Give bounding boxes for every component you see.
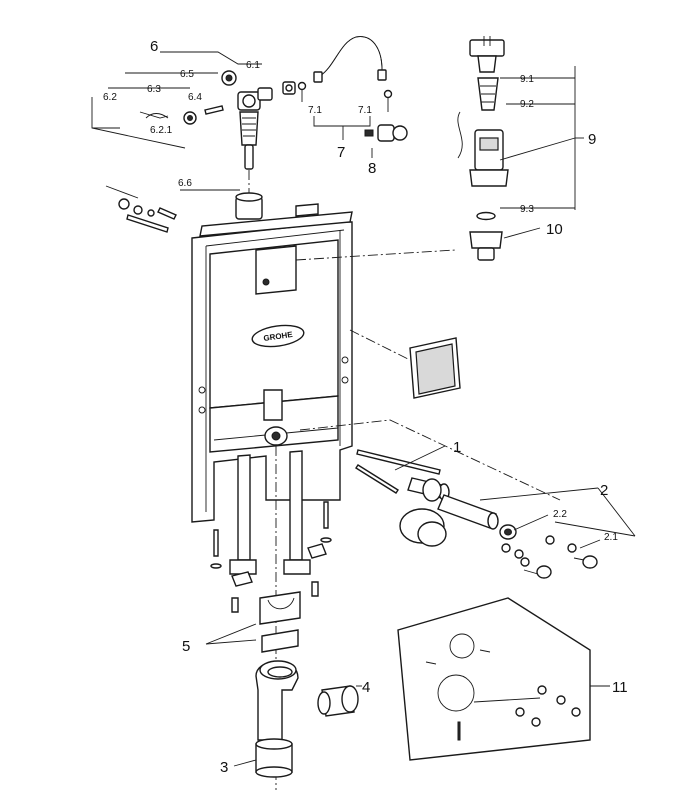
callout-11: 11 <box>612 679 628 696</box>
callout-6-1: 6.1 <box>246 60 260 71</box>
valve-body-icon <box>469 129 509 187</box>
brand-logo-plate: GROHE <box>251 324 305 348</box>
float-icon <box>477 77 499 111</box>
drain-bend-icon <box>255 660 299 741</box>
sleeve-icon <box>235 192 263 220</box>
flush-valve-group <box>457 36 584 261</box>
callout-labels: 1 2 2.1 2.2 3 4 5 6 6.1 6.2 6.2.1 6.3 6.… <box>103 38 628 776</box>
drain-fitting-icon <box>469 231 503 261</box>
bolt-set-icon <box>501 535 598 579</box>
stop-valve-icon <box>364 124 408 158</box>
pipe-bracket-icon <box>205 591 301 653</box>
callout-2-2: 2.2 <box>553 509 567 520</box>
seal-cord-icon <box>457 111 463 159</box>
collar-icon <box>399 508 447 547</box>
callout-6-4: 6.4 <box>188 92 202 103</box>
washer-icon <box>476 211 496 221</box>
reducer-icon <box>317 685 362 717</box>
callout-10: 10 <box>546 221 563 238</box>
callout-8: 8 <box>368 160 376 177</box>
callout-6-3: 6.3 <box>147 84 161 95</box>
lever-icon <box>139 111 169 119</box>
callout-7: 7 <box>337 144 345 161</box>
callout-9: 9 <box>588 131 596 148</box>
callout-2: 2 <box>600 482 608 499</box>
gasket-icon <box>499 524 517 540</box>
callout-6-6: 6.6 <box>178 178 192 189</box>
outlet-bend-icon <box>263 389 288 446</box>
brand-logo: GROHE <box>263 330 294 343</box>
callout-3: 3 <box>220 759 228 776</box>
callout-5: 5 <box>182 638 190 655</box>
access-opening <box>255 245 297 295</box>
connection-set-group <box>299 419 636 579</box>
connector-sleeve-icon <box>233 738 293 778</box>
callout-2-1: 2.1 <box>604 532 618 543</box>
callout-6: 6 <box>150 38 158 55</box>
nut-icon <box>183 111 197 125</box>
installation-frame: GROHE <box>191 203 353 790</box>
frame-legs <box>229 450 311 575</box>
callout-9-3: 9.3 <box>520 204 534 215</box>
fill-valve-group <box>91 36 408 233</box>
flush-valve-top-icon <box>469 36 505 73</box>
flexible-hose-icon <box>297 36 393 140</box>
callout-9-2: 9.2 <box>520 99 534 110</box>
mounting-template-icon <box>397 597 610 761</box>
anchor-bolts-group <box>210 501 332 613</box>
cap-icon <box>221 70 237 86</box>
callout-1: 1 <box>453 439 461 456</box>
callout-4: 4 <box>362 679 370 696</box>
connector-fitting-icon <box>282 81 296 95</box>
small-screw-icon <box>204 105 224 115</box>
mounting-screw-set-icon <box>105 185 177 233</box>
callout-7-1-left: 7.1 <box>308 105 322 116</box>
callout-6-2: 6.2 <box>103 92 117 103</box>
flush-plate-icon <box>295 249 461 399</box>
callout-6-2-1: 6.2.1 <box>150 125 173 136</box>
callout-7-1-right: 7.1 <box>358 105 372 116</box>
fill-valve-icon <box>237 87 273 196</box>
pipe-icon <box>437 494 499 530</box>
callout-6-5: 6.5 <box>180 69 194 80</box>
callout-9-1: 9.1 <box>520 74 534 85</box>
